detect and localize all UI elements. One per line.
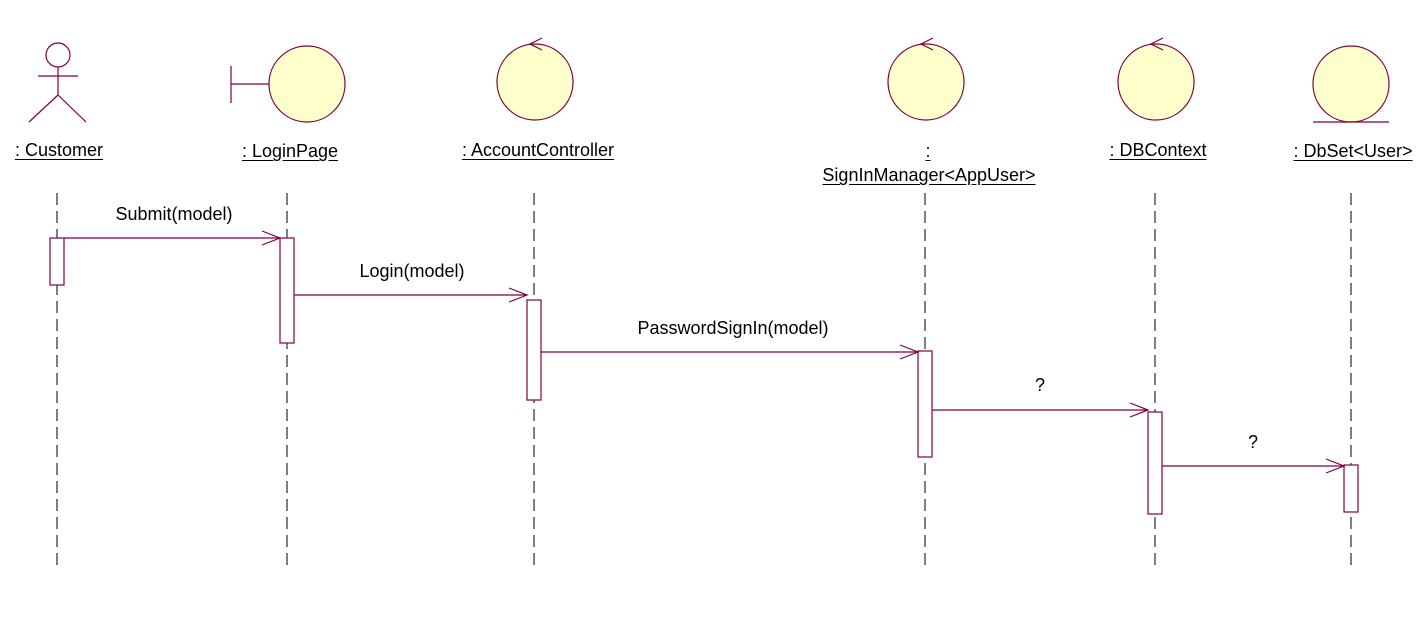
message-label: Login(model) xyxy=(359,261,465,281)
lifeline-label-customer: : Customer xyxy=(14,140,104,160)
lifeline-label-loginpage: : LoginPage xyxy=(241,141,339,161)
control-icon xyxy=(1117,37,1195,121)
message-arrow xyxy=(932,402,1150,418)
activation-bar xyxy=(917,350,933,458)
control-icon xyxy=(887,37,965,121)
lifeline-label-signinmanager-line1: : xyxy=(925,141,931,161)
message-arrow xyxy=(1162,458,1346,474)
lifeline-label-dbset: : DbSet<User> xyxy=(1293,141,1413,161)
message-label: ? xyxy=(1034,375,1046,395)
lifeline-label-accountcontroller: : AccountController xyxy=(461,140,615,160)
message-arrow xyxy=(294,287,529,303)
entity-icon xyxy=(1312,45,1390,123)
message-label: ? xyxy=(1247,432,1259,452)
lifeline-label-signinmanager-line2: SignInManager<AppUser> xyxy=(822,165,1036,185)
boundary-icon xyxy=(230,45,346,123)
lifeline-label-dbcontext: : DBContext xyxy=(1109,140,1207,160)
message-label: PasswordSignIn(model) xyxy=(637,318,829,338)
control-icon xyxy=(496,37,574,121)
actor-icon xyxy=(28,42,87,123)
activation-bar xyxy=(1343,464,1359,513)
message-arrow xyxy=(541,344,920,360)
message-arrow xyxy=(64,230,282,246)
activation-bar xyxy=(1147,411,1163,515)
message-label: Submit(model) xyxy=(115,204,233,224)
activation-bar xyxy=(49,237,65,286)
activation-bar xyxy=(526,299,542,401)
activation-bar xyxy=(279,237,295,344)
